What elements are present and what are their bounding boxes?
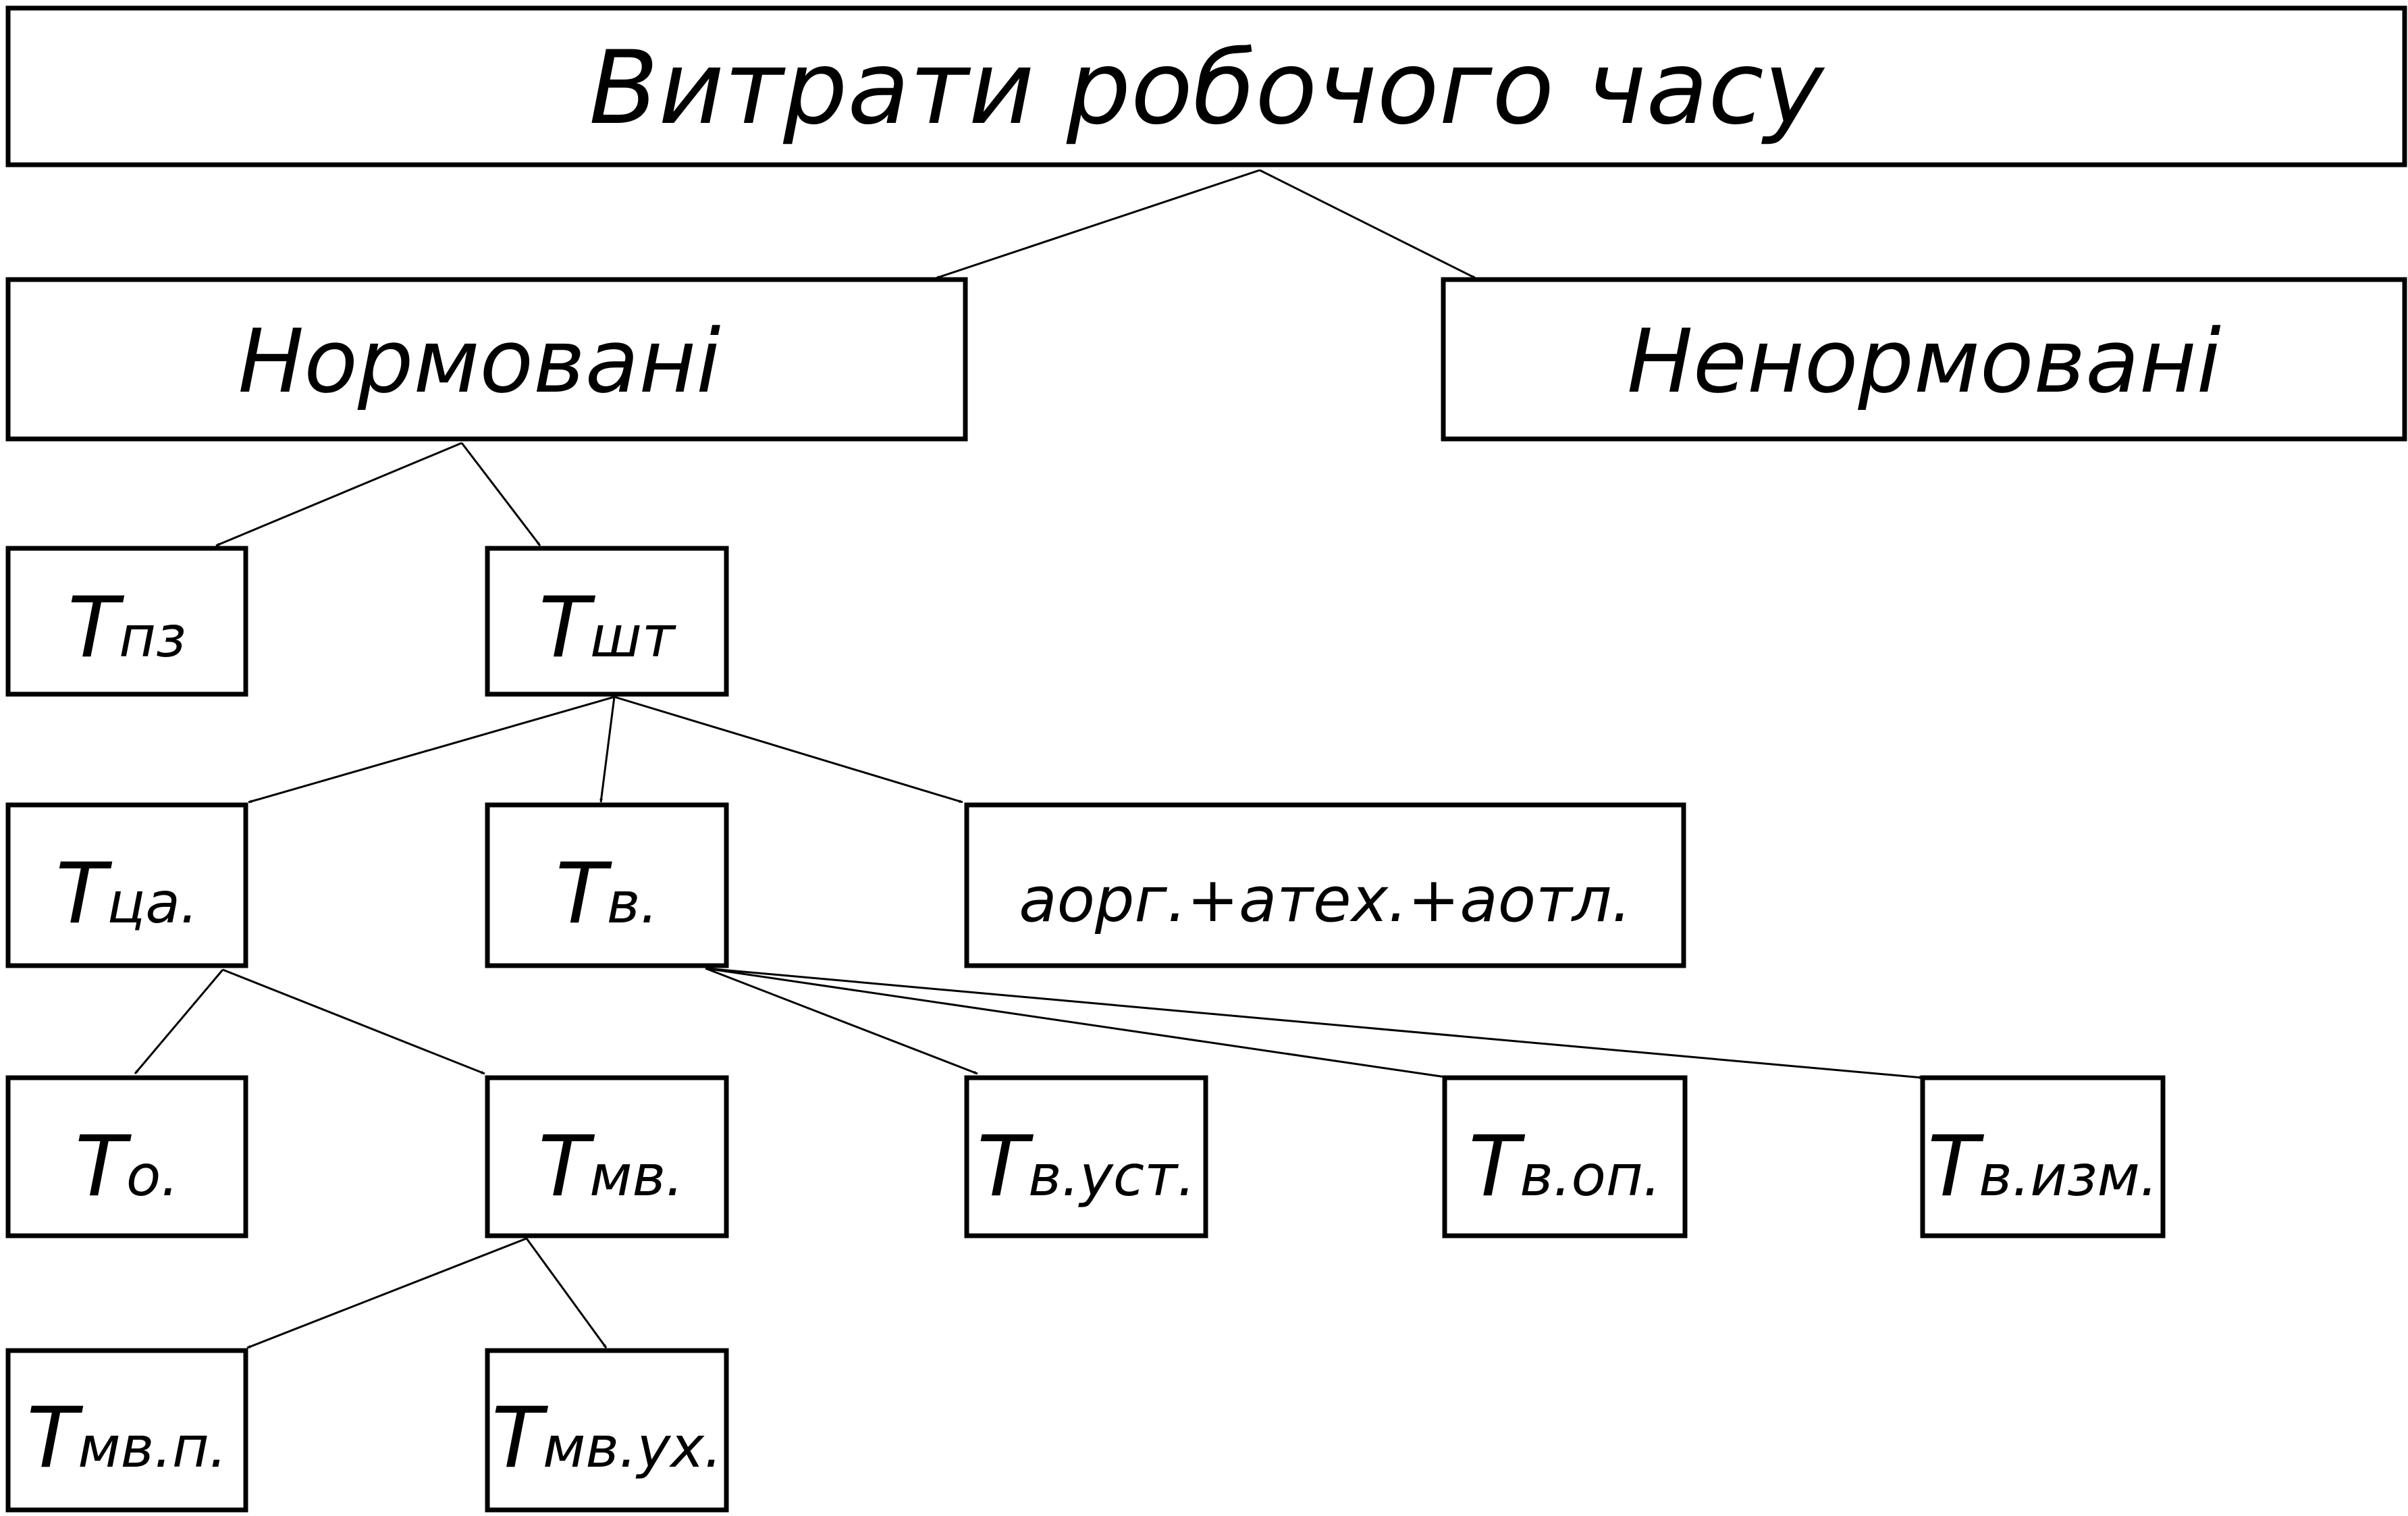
- unnormed-node: Ненормовані: [1441, 277, 2407, 442]
- tvop-label: Тв.оп.: [1469, 1118, 1661, 1216]
- tca-node: Тца.: [5, 802, 248, 968]
- aorg-node: аорг.+атех.+аотл.: [964, 802, 1686, 968]
- tvizm-sub: в.изм.: [1979, 1143, 2158, 1209]
- tmv-node: Тмв.: [485, 1075, 729, 1238]
- tsht-main: Т: [539, 579, 595, 677]
- tca-sub: ца.: [107, 870, 198, 936]
- edge-tca-tmv: [222, 968, 485, 1075]
- tvust-main: Т: [977, 1118, 1034, 1216]
- to-sub: о.: [126, 1143, 179, 1209]
- tv-node: Тв.: [485, 802, 729, 968]
- edge-tca-to: [134, 969, 224, 1074]
- tmv-sub: мв.: [589, 1143, 684, 1209]
- tvust-sub: в.уст.: [1028, 1143, 1196, 1209]
- edge-tsht-aorg: [614, 696, 963, 804]
- tvizm-label: Тв.изм.: [1927, 1118, 2158, 1216]
- tca-main: Т: [55, 845, 112, 943]
- edge-normed-tsht: [460, 442, 541, 546]
- tpz-sub: пз: [119, 604, 186, 670]
- root-node: Витрати робочого часу: [5, 5, 2407, 167]
- tsht-label: Тшт: [539, 579, 676, 677]
- tv-label: Тв.: [556, 845, 658, 943]
- tv-sub: в.: [607, 870, 658, 936]
- tvust-node: Тв.уст.: [964, 1075, 1208, 1238]
- tpz-main: Т: [68, 579, 124, 677]
- tvizm-main: Т: [1927, 1118, 1984, 1216]
- tpz-node: Тпз: [5, 546, 248, 697]
- tpz-label: Тпз: [68, 579, 186, 677]
- edge-tsht-tca: [248, 696, 615, 804]
- tca-label: Тца.: [55, 845, 198, 943]
- unnormed-label: Ненормовані: [1627, 310, 2221, 413]
- tv-main: Т: [556, 845, 612, 943]
- to-node: То.: [5, 1075, 248, 1238]
- tmvp-main: Т: [27, 1390, 84, 1487]
- tvizm-node: Тв.изм.: [1920, 1075, 2166, 1238]
- edge-tmv-tmvp: [246, 1237, 527, 1349]
- edge-tv-tvop: [705, 967, 1451, 1079]
- tvop-main: Т: [1469, 1118, 1526, 1216]
- tmv-label: Тмв.: [538, 1118, 683, 1216]
- to-label: То.: [75, 1118, 179, 1216]
- tmvp-label: Тмв.п.: [27, 1390, 228, 1487]
- tsht-node: Тшт: [485, 546, 729, 697]
- edge-tv-tvust: [705, 967, 978, 1075]
- tmvuh-main: Т: [491, 1390, 548, 1487]
- tmv-main: Т: [538, 1118, 595, 1216]
- tvop-node: Тв.оп.: [1442, 1075, 1688, 1238]
- edge-root-normed: [935, 169, 1260, 280]
- tmvp-sub: мв.п.: [78, 1414, 227, 1480]
- edge-tsht-tv: [599, 696, 616, 803]
- normed-label: Нормовані: [238, 310, 721, 413]
- tvop-sub: в.оп.: [1520, 1143, 1661, 1209]
- edge-tv-tvizm: [705, 967, 1923, 1080]
- tmvuh-label: Тмв.ух.: [491, 1390, 722, 1487]
- edge-normed-tpz: [215, 442, 462, 547]
- normed-node: Нормовані: [5, 277, 968, 442]
- tmvuh-sub: мв.ух.: [543, 1414, 722, 1480]
- edges: [134, 169, 1923, 1349]
- tsht-sub: шт: [590, 604, 676, 670]
- to-main: Т: [75, 1118, 132, 1216]
- edge-tmv-tmvuh: [525, 1238, 608, 1349]
- tmvp-node: Тмв.п.: [5, 1348, 248, 1513]
- aorg-label: аорг.+атех.+аотл.: [1019, 864, 1631, 936]
- tmvuh-node: Тмв.ух.: [485, 1348, 729, 1513]
- tvust-label: Тв.уст.: [977, 1118, 1195, 1216]
- edge-root-unnormed: [1259, 169, 1476, 280]
- root-title: Витрати робочого часу: [589, 30, 1825, 147]
